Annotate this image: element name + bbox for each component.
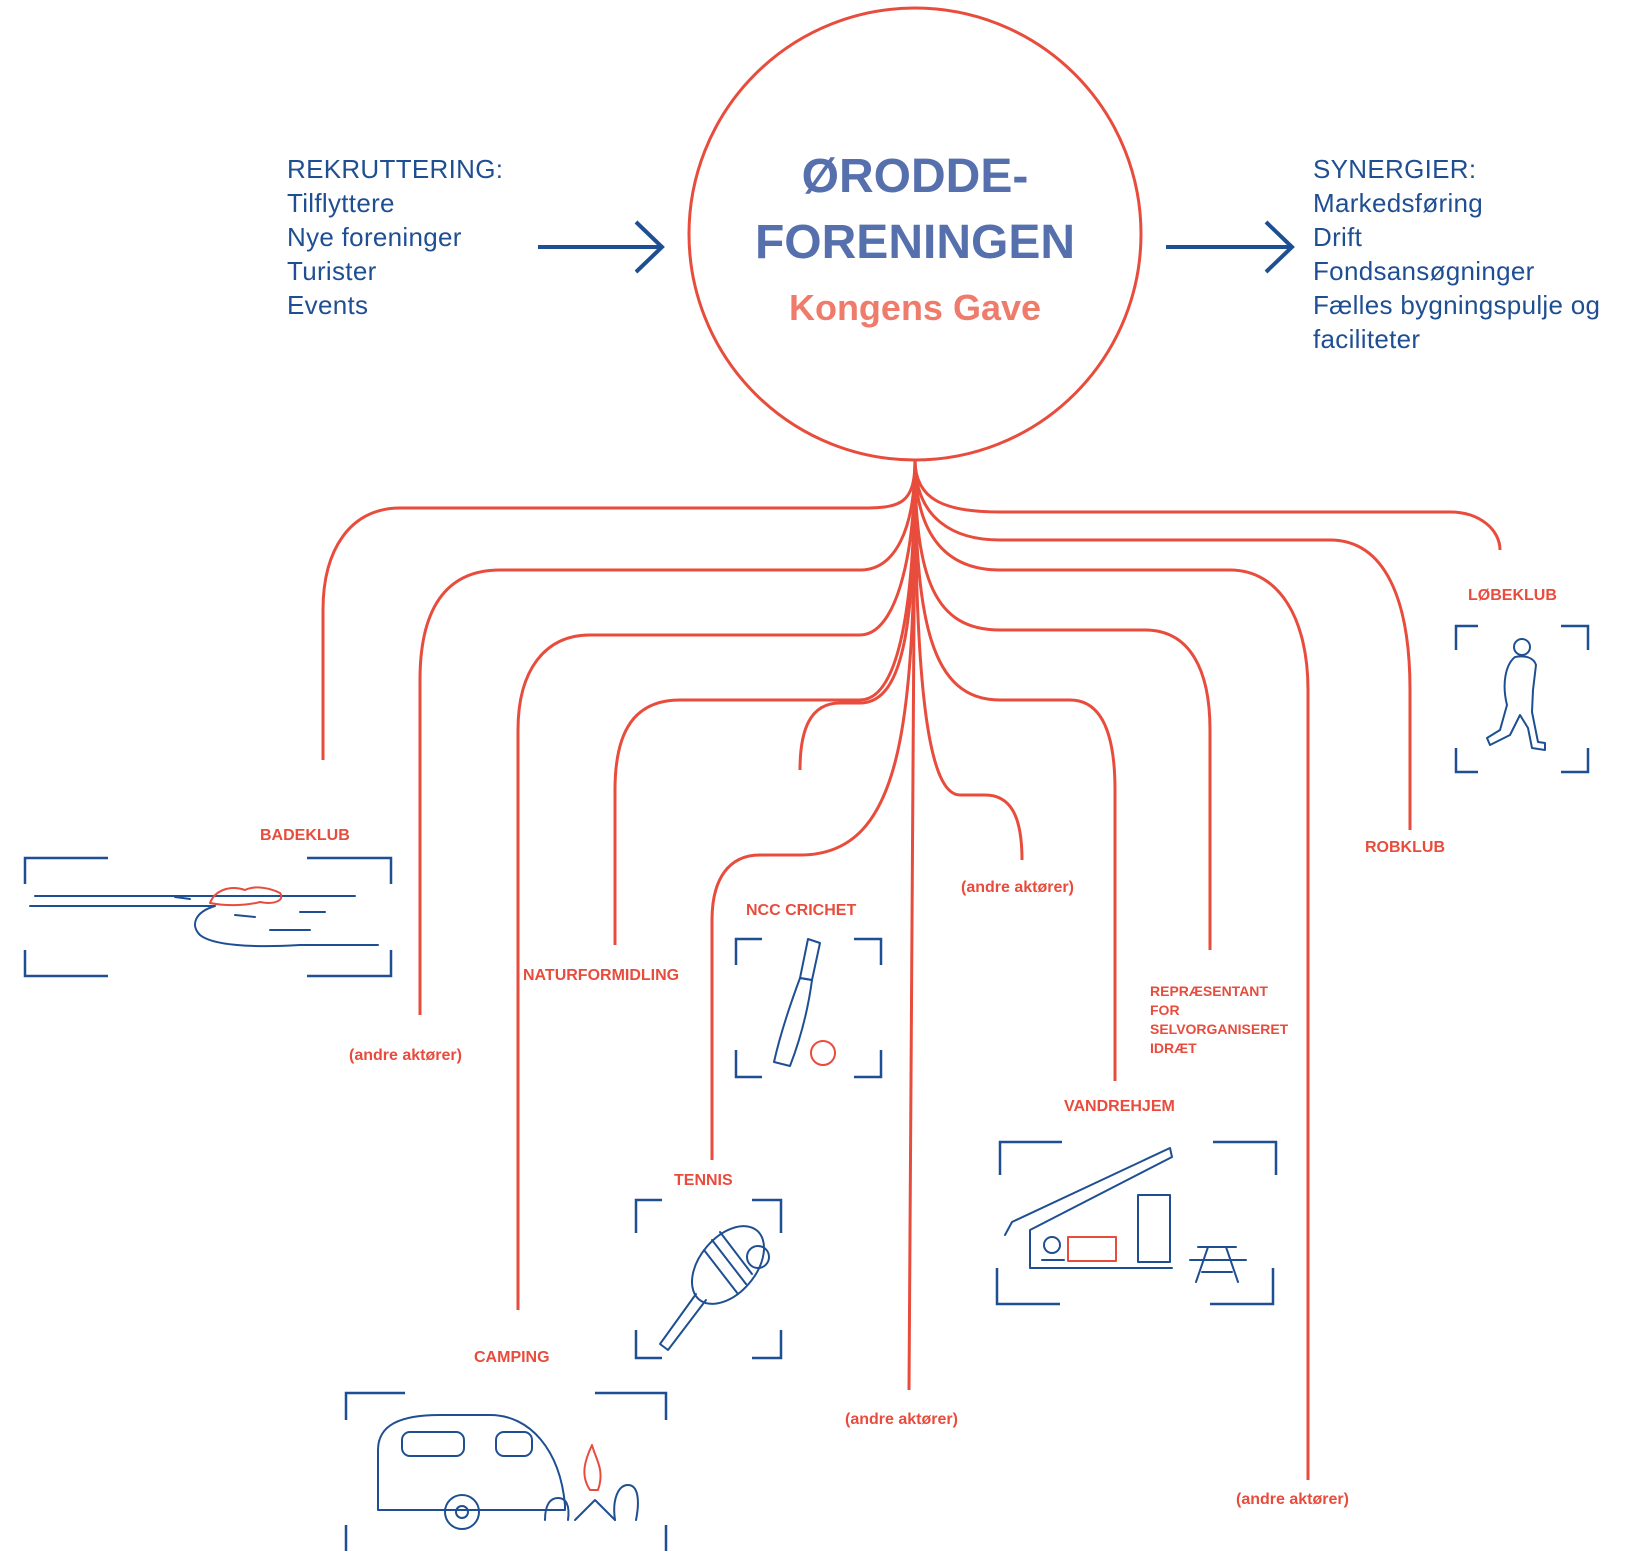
branch-robklub bbox=[913, 459, 1412, 830]
branch-vandrehjem bbox=[913, 459, 1117, 1081]
lake-swimmer-icon bbox=[23, 856, 393, 978]
node-label-loebeklub: LØBEKLUB bbox=[1468, 587, 1557, 604]
node-label-andre-3: (andre aktører) bbox=[961, 879, 1074, 896]
center-title-line1: ØRODDE- bbox=[802, 150, 1029, 203]
branch-lines bbox=[321, 459, 1502, 1480]
node-label-andre-2: (andre aktører) bbox=[845, 1411, 958, 1428]
recruitment-item: Tilflyttere bbox=[287, 188, 395, 218]
branch-andre-2 bbox=[907, 459, 917, 1391]
runner-icon bbox=[1454, 624, 1590, 774]
arrow-left-to-center bbox=[538, 220, 665, 274]
synergies-item: Markedsføring bbox=[1313, 188, 1484, 218]
node-label-andre-1: (andre aktører) bbox=[349, 1047, 462, 1064]
center-title-line2: FORENINGEN bbox=[755, 216, 1075, 269]
recruitment-item: Nye foreninger bbox=[287, 222, 462, 252]
node-label-ncc-crichet: NCC CRICHET bbox=[746, 902, 856, 919]
node-label-vandrehjem: VANDREHJEM bbox=[1064, 1098, 1175, 1115]
node-label-naturformidling: NATURFORMIDLING bbox=[523, 967, 679, 984]
recruitment-item: Turister bbox=[287, 256, 377, 286]
node-label-robklub: ROBKLUB bbox=[1365, 839, 1445, 856]
synergies-item: Fondsansøgninger bbox=[1313, 256, 1535, 286]
synergies-item: faciliteter bbox=[1313, 324, 1421, 354]
branch-loebeklub bbox=[913, 459, 1502, 551]
recruitment-block: REKRUTTERING: Tilflyttere Nye foreninger… bbox=[287, 152, 503, 322]
synergies-heading: SYNERGIER: bbox=[1313, 154, 1477, 184]
cricket-bat-icon bbox=[734, 937, 883, 1079]
branch-tennis bbox=[710, 459, 917, 1160]
recruitment-heading: REKRUTTERING: bbox=[287, 154, 504, 184]
node-label-andre-4: (andre aktører) bbox=[1236, 1491, 1349, 1508]
node-label-repraesentant-line: IDRÆT bbox=[1150, 1040, 1197, 1056]
branch-andre-3 bbox=[913, 459, 1024, 861]
node-label-repraesentant-line: REPRÆSENTANT bbox=[1150, 983, 1268, 999]
synergies-item: Fælles bygningspulje og bbox=[1313, 290, 1601, 320]
hostel-cabin-icon bbox=[995, 1140, 1278, 1306]
tennis-racket-icon bbox=[634, 1198, 783, 1360]
node-label-repraesentant-line: SELVORGANISERET bbox=[1150, 1021, 1289, 1037]
branch-repraesentant bbox=[913, 459, 1212, 950]
caravan-campfire-icon bbox=[344, 1391, 668, 1551]
recruitment-item: Events bbox=[287, 290, 369, 320]
arrow-center-to-right bbox=[1166, 220, 1295, 274]
node-label-camping: CAMPING bbox=[474, 1349, 550, 1366]
branch-andre-1 bbox=[418, 459, 917, 1015]
branch-badeklub bbox=[321, 459, 917, 760]
synergies-item: Drift bbox=[1313, 222, 1363, 252]
branch-andre-4 bbox=[913, 459, 1310, 1480]
center-subtitle: Kongens Gave bbox=[789, 287, 1041, 328]
node-label-tennis: TENNIS bbox=[674, 1172, 733, 1189]
node-label-repraesentant-line: FOR bbox=[1150, 1002, 1180, 1018]
synergies-block: SYNERGIER: Markedsføring Drift Fondsansø… bbox=[1313, 152, 1600, 356]
branch-camping bbox=[516, 459, 917, 1310]
node-label-badeklub: BADEKLUB bbox=[260, 827, 350, 844]
